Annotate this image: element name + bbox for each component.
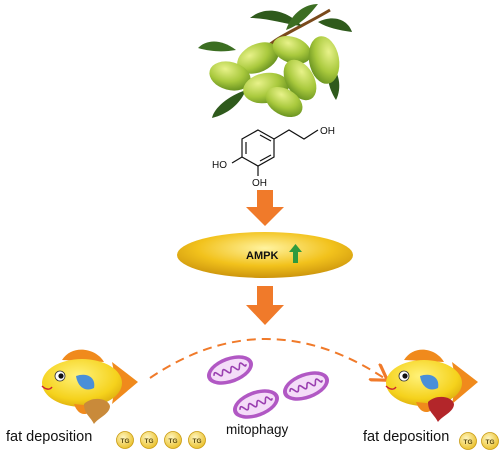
fish-right-illustration [385, 349, 478, 413]
mitochondrion-icon [283, 371, 329, 401]
olive-fruit [308, 36, 340, 84]
leaf-icon [212, 90, 246, 118]
mitochondrion-icon [233, 389, 279, 419]
mitochondrion-icon [207, 355, 253, 385]
liver-icon [428, 396, 454, 422]
olive-fruit [209, 61, 251, 91]
chem-ho-label: HO [212, 160, 227, 171]
tg-badge: TG [481, 432, 499, 450]
olive-fruit [283, 59, 317, 101]
tg-badge: TG [140, 431, 158, 449]
hydroxytyrosol-structure [231, 129, 319, 176]
fish-left-illustration [41, 349, 138, 415]
down-arrow [246, 190, 284, 226]
olive-fruit [237, 42, 279, 74]
olive-fruit [265, 86, 303, 118]
svg-text:TG: TG [485, 439, 494, 446]
down-arrow [246, 286, 284, 325]
dashed-curve-arrow [149, 338, 384, 378]
leaf-icon [286, 4, 318, 30]
tg-badge: TG [164, 431, 182, 449]
chem-oh-label: OH [252, 178, 267, 189]
olive-fruit [272, 35, 312, 65]
leaf-icon [250, 10, 302, 26]
liver-icon [84, 398, 110, 424]
chem-oh-label: OH [320, 126, 335, 137]
tg-badge: TG [188, 431, 206, 449]
svg-text:TG: TG [463, 439, 472, 446]
tg-badges-left: TG TG TG TG [116, 431, 206, 449]
fat-deposition-label-right: fat deposition [363, 429, 450, 445]
leaf-icon [318, 18, 352, 32]
mitochondria-group [207, 355, 329, 419]
ampk-ellipse [177, 232, 353, 278]
svg-text:TG: TG [168, 438, 177, 445]
olive-branch-illustration [198, 4, 352, 118]
tg-badges-right: TG TG [459, 432, 499, 450]
ampk-label: AMPK [246, 250, 278, 262]
leaf-icon [198, 41, 236, 52]
tg-badge: TG [459, 432, 477, 450]
tg-badge: TG [116, 431, 134, 449]
svg-text:TG: TG [120, 438, 129, 445]
up-arrow-icon [289, 244, 302, 263]
mitophagy-label: mitophagy [226, 422, 289, 437]
svg-text:TG: TG [192, 438, 201, 445]
fat-deposition-label-left: fat deposition [6, 429, 93, 445]
svg-text:TG: TG [144, 438, 153, 445]
